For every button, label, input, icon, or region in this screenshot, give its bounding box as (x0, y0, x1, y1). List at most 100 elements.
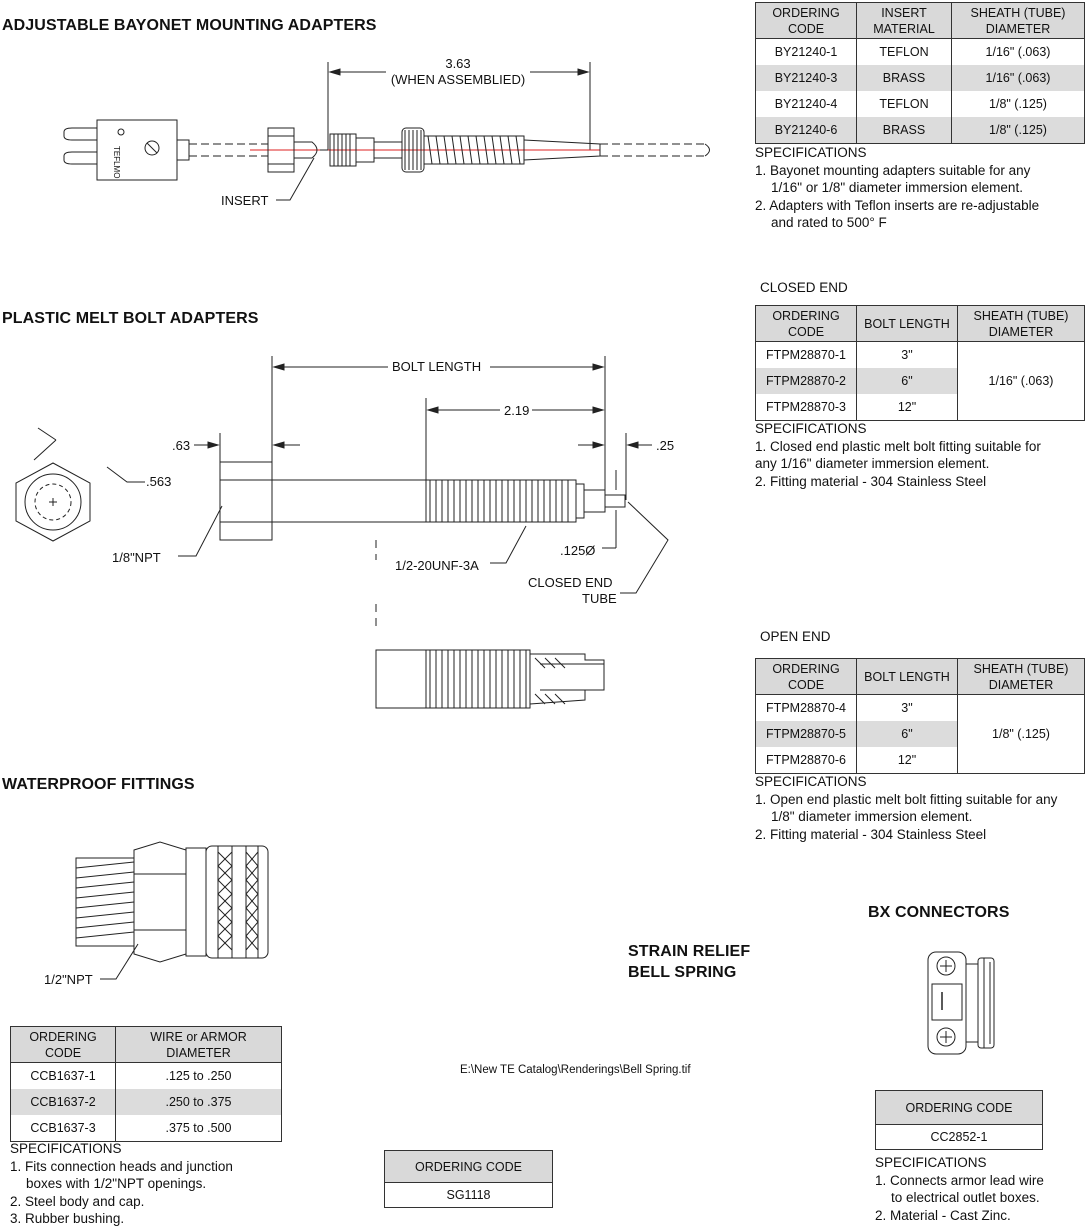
spec-line: any 1/16" diameter immersion element. (755, 456, 990, 471)
table-row: FTPM28870-2 6" (755, 368, 1085, 394)
bx-th-code: ORDERING CODE (875, 1090, 1043, 1125)
spec-line: and rated to 500° F (771, 215, 887, 230)
bx-title: BX CONNECTORS (868, 904, 1010, 921)
closed-end-label-1: CLOSED END (528, 575, 613, 590)
spec-line: to electrical outlet boxes. (891, 1190, 1040, 1205)
npt-label: 1/8"NPT (112, 550, 161, 565)
table-row: BY21240-6 BRASS 1/8" (.125) (755, 117, 1085, 144)
spec-title: SPECIFICATIONS (755, 421, 867, 436)
open-th-code: ORDERING CODE (755, 658, 857, 695)
waterproof-range: .125 to .250 (115, 1062, 282, 1089)
spec-line: 3. Rubber bushing. (10, 1211, 125, 1226)
strain-title-2: BELL SPRING (628, 964, 737, 981)
spec-line: boxes with 1/2"NPT openings. (26, 1176, 207, 1191)
bayonet-th-code: ORDERING CODE (755, 2, 857, 39)
table-row: FTPM28870-6 12" (755, 747, 1085, 774)
open-th-diameter: SHEATH (TUBE) DIAMETER (957, 658, 1085, 695)
bayonet-th-material: INSERT MATERIAL (856, 2, 952, 39)
closed-length: 12" (856, 394, 958, 421)
bayonet-code: BY21240-6 (755, 117, 857, 144)
waterproof-title: WATERPROOF FITTINGS (2, 776, 195, 793)
bayonet-title: ADJUSTABLE BAYONET MOUNTING ADAPTERS (2, 17, 377, 34)
open-length: 12" (856, 747, 958, 774)
closed-diameter: 1/16" (.063) (957, 341, 1085, 421)
dim-563: .563 (146, 474, 172, 489)
bayonet-diameter: 1/16" (.063) (951, 65, 1085, 91)
strain-table: ORDERING CODE SG1118 (384, 1150, 553, 1208)
spec-title: SPECIFICATIONS (755, 145, 867, 160)
waterproof-drawing (75, 841, 269, 980)
melt-drawing (15, 356, 669, 709)
insert-label: INSERT (221, 193, 269, 208)
waterproof-code: CCB1637-3 (10, 1115, 116, 1142)
bayonet-code: BY21240-4 (755, 91, 857, 117)
spec-line: 1. Bayonet mounting adapters suitable fo… (755, 162, 1031, 178)
spec-line: 1. Connects armor lead wire (875, 1172, 1044, 1188)
spec-title: SPECIFICATIONS (875, 1155, 987, 1170)
bayonet-code: BY21240-1 (755, 38, 857, 65)
table-row: CC2852-1 (875, 1124, 1043, 1150)
spec-line: 1. Fits connection heads and junction (10, 1158, 233, 1174)
waterproof-code: CCB1637-1 (10, 1062, 116, 1089)
open-code: FTPM28870-6 (755, 747, 857, 774)
closed-th-length: BOLT LENGTH (856, 305, 958, 342)
closed-code: FTPM28870-1 (755, 341, 857, 368)
open-code: FTPM28870-4 (755, 694, 857, 721)
waterproof-th-code: ORDERING CODE (10, 1026, 116, 1063)
open-diameter: 1/8" (.125) (957, 694, 1085, 774)
closed-end-label-2: TUBE (582, 591, 617, 606)
closed-code: FTPM28870-3 (755, 394, 857, 421)
bayonet-specs: SPECIFICATIONS 1. Bayonet mounting adapt… (755, 144, 1085, 232)
bayonet-dim-value: 3.63 (445, 56, 471, 71)
strain-title-1: STRAIN RELIEF (628, 943, 751, 960)
bayonet-dim-note: (WHEN ASSEMBLIED) (390, 72, 526, 87)
spec-line: 2. Steel body and cap. (10, 1193, 145, 1209)
missing-image-path: E:\New TE Catalog\Renderings\Bell Spring… (460, 1064, 691, 1076)
table-row: FTPM28870-5 6" (755, 721, 1085, 747)
dim-2-19: 2.19 (502, 403, 532, 418)
spec-title: SPECIFICATIONS (755, 774, 867, 789)
open-length: 6" (856, 721, 958, 747)
spec-line: 2. Fitting material - 304 Stainless Stee… (755, 473, 987, 489)
open-length: 3" (856, 694, 958, 721)
strain-th-code: ORDERING CODE (384, 1150, 553, 1183)
open-end-heading: OPEN END (760, 629, 831, 644)
bayonet-th-diameter: SHEATH (TUBE) DIAMETER (951, 2, 1085, 39)
spec-line: 2. Adapters with Teflon inserts are re-a… (755, 197, 1040, 213)
dia-label: .125Ø (560, 543, 596, 558)
waterproof-th-diameter: WIRE or ARMOR DIAMETER (115, 1026, 282, 1063)
bayonet-material: TEFLON (856, 91, 952, 117)
waterproof-specs: SPECIFICATIONS 1. Fits connection heads … (10, 1140, 300, 1228)
closed-end-heading: CLOSED END (760, 280, 848, 295)
closed-code: FTPM28870-2 (755, 368, 857, 394)
bx-code: CC2852-1 (875, 1124, 1043, 1150)
waterproof-table: ORDERING CODE WIRE or ARMOR DIAMETER CCB… (10, 1026, 282, 1142)
spec-line: 2. Material - Cast Zinc. (875, 1207, 1011, 1223)
closed-end-table: ORDERING CODE BOLT LENGTH SHEATH (TUBE) … (755, 305, 1085, 421)
table-row: CCB1637-2 .250 to .375 (10, 1089, 282, 1115)
bayonet-diameter: 1/8" (.125) (951, 91, 1085, 117)
table-row: CCB1637-3 .375 to .500 (10, 1115, 282, 1142)
bx-specs: SPECIFICATIONS 1. Connects armor lead wi… (875, 1154, 1085, 1224)
bayonet-table: ORDERING CODE INSERT MATERIAL SHEATH (TU… (755, 2, 1085, 144)
table-row: SG1118 (384, 1182, 553, 1208)
melt-title: PLASTIC MELT BOLT ADAPTERS (2, 310, 259, 327)
closed-th-diameter: SHEATH (TUBE) DIAMETER (957, 305, 1085, 342)
thread-label: 1/2-20UNF-3A (395, 558, 479, 573)
bx-drawing (927, 951, 995, 1055)
bayonet-material: TEFLON (856, 38, 952, 65)
open-end-table: ORDERING CODE BOLT LENGTH SHEATH (TUBE) … (755, 658, 1085, 774)
closed-length: 6" (856, 368, 958, 394)
bayonet-code: BY21240-3 (755, 65, 857, 91)
spec-line: 1. Closed end plastic melt bolt fitting … (755, 438, 1041, 454)
table-row: BY21240-3 BRASS 1/16" (.063) (755, 65, 1085, 91)
closed-end-specs: SPECIFICATIONS 1. Closed end plastic mel… (755, 420, 1085, 490)
closed-length: 3" (856, 341, 958, 368)
table-row: CCB1637-1 .125 to .250 (10, 1062, 282, 1089)
open-th-length: BOLT LENGTH (856, 658, 958, 695)
spec-line: 1/16" or 1/8" diameter immersion element… (771, 180, 1023, 195)
bayonet-drawing (63, 62, 710, 201)
table-row: FTPM28870-3 12" (755, 394, 1085, 421)
bayonet-material: BRASS (856, 117, 952, 144)
bx-table: ORDERING CODE CC2852-1 (875, 1090, 1043, 1150)
